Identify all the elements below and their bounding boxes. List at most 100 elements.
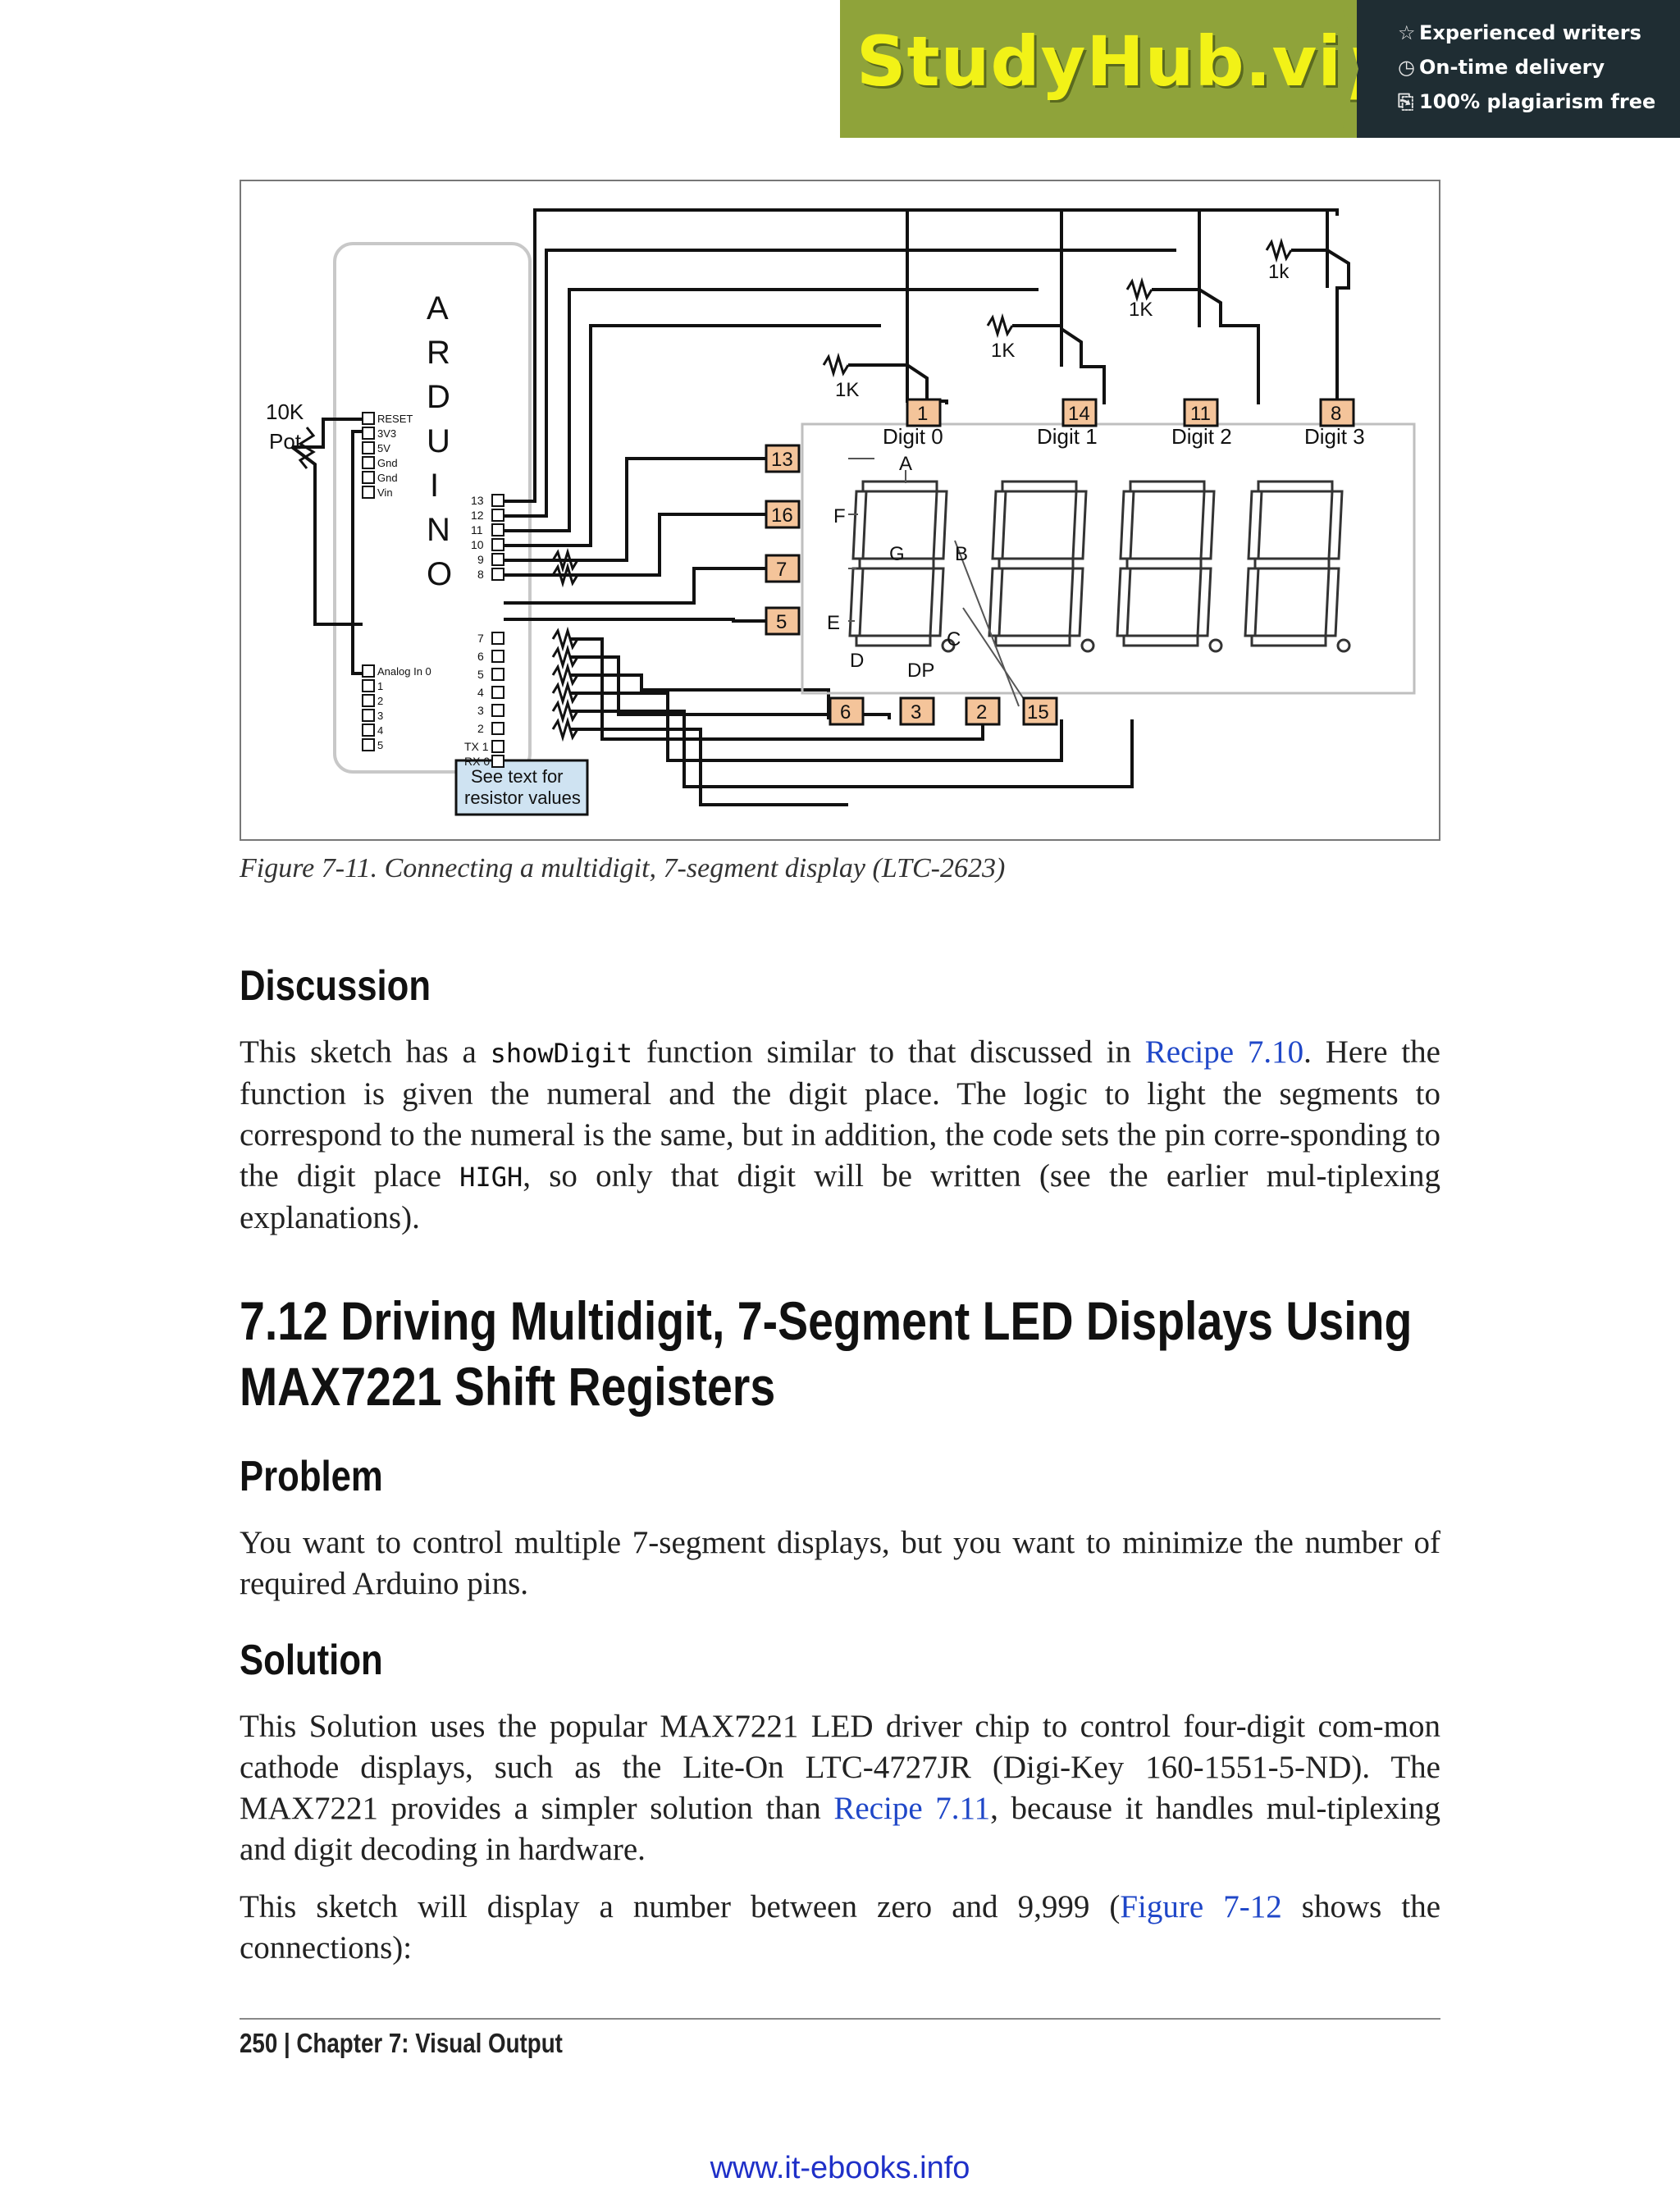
digital-pin-label: 11 [471,523,483,536]
arduino-letter: U [427,423,450,459]
digital-pin-label: 13 [471,494,484,507]
resistor-note-line: See text for [471,766,564,787]
digital-pin-label: 7 [477,632,484,645]
resistor-note-box [454,759,589,816]
digital-pin-label: 12 [471,509,484,522]
pin-number: 13 [771,449,793,471]
solution-paragraph-1: This Solution uses the popular MAX7221 L… [240,1709,1441,1867]
analog-pin-label: 1 [377,680,383,692]
pin-number: 7 [776,559,787,581]
problem-heading: Problem [240,1453,383,1500]
seven-segment-digits [848,480,1351,653]
discussion-paragraph: This sketch has a showDigit function sim… [240,1034,1440,1235]
pin-box-15 [1022,696,1058,726]
analog-pin-label: 2 [377,695,383,707]
segment-letter: F [833,505,846,527]
pin-number: 2 [976,701,987,724]
digit-label: Digit 1 [1037,424,1098,449]
power-pin-label: RESET [377,413,413,425]
resistor-label: 1K [835,379,859,401]
star-icon: ☆ [1398,21,1416,44]
analog-pin-label: 4 [377,724,383,737]
footer-rule [240,2018,1440,2020]
code-showdigit: showDigit [490,1038,632,1069]
digital-pin-label: 5 [477,668,484,681]
arduino-letter: I [430,468,439,504]
figure-7-12-link[interactable]: Figure 7-12 [1120,1889,1282,1924]
digital-pin-label: 9 [477,553,484,566]
digit-label: Digit 0 [883,424,943,449]
pin-box-8 [1319,398,1355,427]
resistor-label: 1K [1129,299,1153,321]
pin-box-16 [765,500,801,529]
digital-pin-label: 2 [477,722,484,735]
power-pin-label: Gnd [377,472,398,484]
studyhub-logo[interactable]: StudyHub.vip [856,21,1393,102]
digital-pin-label: TX 1 [464,740,489,753]
digit-label: Digit 2 [1171,424,1232,449]
digit-label: Digit 3 [1304,424,1365,449]
power-pin-label: Vin [377,486,393,499]
pin-box-11 [1183,398,1219,427]
segment-letter: G [889,543,905,565]
digital-pin-label: 10 [471,538,484,551]
digital-pin-label: 8 [477,568,484,581]
recipe-7-11-link[interactable]: Recipe 7.11 [833,1791,991,1826]
feature-experienced-writers: ☆Experienced writers [1398,21,1641,44]
resistor-note-line: resistor values [464,788,581,808]
pin-number: 3 [911,701,921,724]
digital-pin-label: 4 [477,686,484,699]
solution-paragraph-2: This sketch will display a number betwee… [240,1889,1441,1965]
arduino-letter: N [427,512,450,548]
discussion-heading: Discussion [240,962,431,1010]
arduino-letter: A [427,290,449,326]
display-outline [801,422,1416,695]
pin-box-13 [765,444,801,473]
resistor-label: 1k [1268,261,1290,283]
page-footer: 250 | Chapter 7: Visual Output [240,2028,563,2058]
arduino-letter: D [427,379,450,415]
analog-pin-label: 5 [377,739,383,751]
pin-number: 8 [1331,403,1341,425]
digital-pin-label: 3 [477,704,484,717]
circuit-figure: 10K Pot A R D U I N O RESET 3V3 5V Gnd G… [240,180,1440,841]
site-link[interactable]: www.it-ebooks.info [710,2151,970,2185]
pin-number: 15 [1027,701,1049,724]
banner-features-panel [1357,0,1680,138]
solution-heading: Solution [240,1637,383,1684]
pin-number: 1 [917,403,928,425]
segment-letter: E [827,612,840,634]
segment-letter: C [947,628,961,651]
pot-label-value: 10K [266,399,304,424]
digital-pin-label: RX 0 [464,755,490,768]
pin-number: 6 [840,701,851,724]
power-pin-label: 3V3 [377,427,396,440]
segment-letter: B [955,543,968,565]
feature-on-time-delivery: ◷On-time delivery [1398,56,1605,79]
pin-box-5 [765,606,801,636]
recipe-7-10-link[interactable]: Recipe 7.10 [1144,1034,1304,1070]
pin-box-7 [765,554,801,583]
power-pin-label: Gnd [377,457,398,469]
pin-box-14 [1061,398,1098,427]
analog-pin-label: Analog In 0 [377,665,431,678]
feature-plagiarism-free: ⎘100% plagiarism free [1398,90,1656,113]
banner-logo-panel: StudyHub.vip [840,0,1391,138]
studyhub-banner[interactable]: StudyHub.vip ☆Experienced writers ◷On-ti… [840,0,1680,138]
code-high: HIGH [459,1162,523,1193]
power-pin-label: 5V [377,442,390,454]
clock-icon: ◷ [1398,56,1415,79]
arduino-letter: O [427,556,452,592]
pin-box-1 [906,398,942,427]
pin-number: 16 [771,504,793,527]
segment-letter: DP [907,660,934,682]
banner-divider [1340,0,1358,138]
problem-paragraph: You want to control multiple 7-segment d… [240,1525,1440,1601]
pin-number: 11 [1190,403,1211,425]
section-title: 7.12 Driving Multidigit, 7-Segment LED D… [240,1290,1413,1417]
arduino-letter: R [427,335,450,371]
pin-box-3 [899,696,935,726]
circuit-diagram: 10K Pot A R D U I N O RESET 3V3 5V Gnd G… [266,208,1416,816]
arduino-board [333,242,532,774]
pin-box-2 [965,696,1001,726]
